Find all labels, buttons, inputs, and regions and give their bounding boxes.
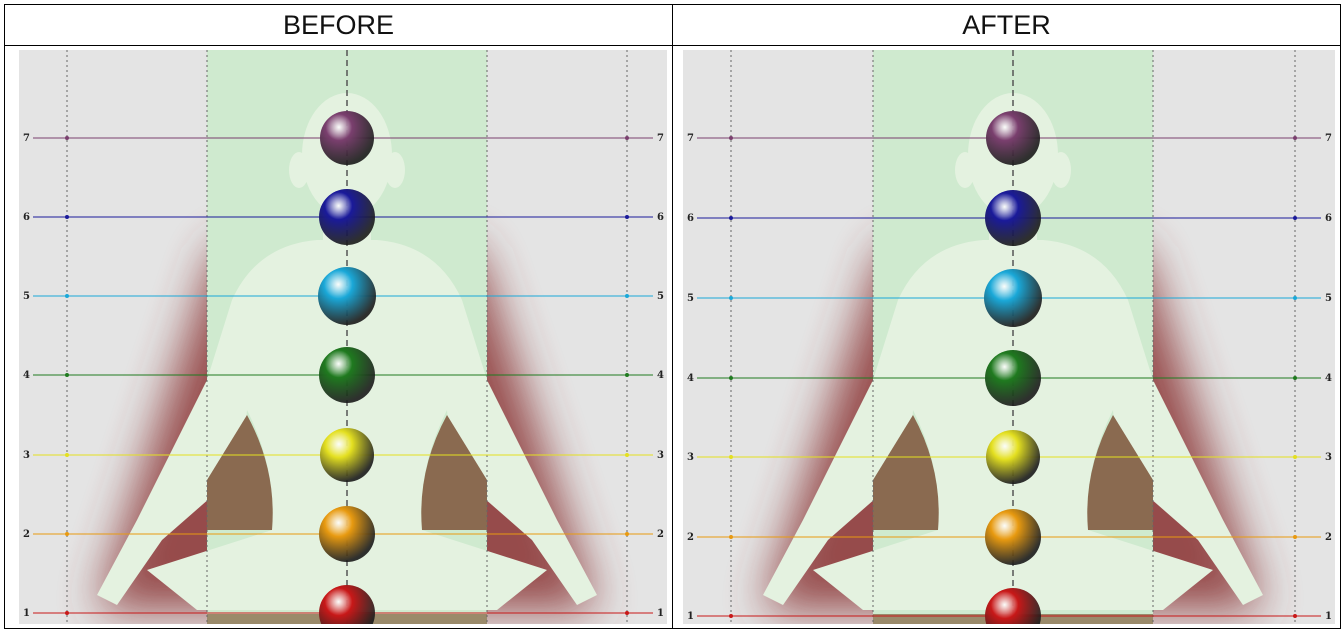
chakra-label-left: 3 <box>23 450 30 461</box>
chakra-orb-4 <box>319 347 375 403</box>
chakra-tick-left <box>729 535 733 539</box>
chakra-label-right: 5 <box>1325 293 1332 304</box>
chakra-tick-right <box>1293 296 1297 300</box>
chakra-label-right: 2 <box>657 529 664 540</box>
before-svg: 7 7 6 6 5 5 4 4 3 3 2 2 1 1 <box>19 50 667 624</box>
chakra-label-right: 1 <box>1325 611 1332 622</box>
chakra-label-right: 3 <box>657 450 664 461</box>
before-header: BEFORE <box>5 5 673 46</box>
chakra-orb-5 <box>984 269 1042 327</box>
after-header: AFTER <box>673 5 1341 46</box>
chakra-label-right: 3 <box>1325 452 1332 463</box>
chakra-tick-left <box>729 455 733 459</box>
chakra-label-left: 4 <box>687 373 694 384</box>
chakra-orb-4 <box>985 350 1041 406</box>
chakra-tick-right <box>1293 136 1297 140</box>
chakra-tick-right <box>1293 535 1297 539</box>
chakra-label-right: 2 <box>1325 532 1332 543</box>
chakra-tick-left <box>65 373 69 377</box>
chakra-label-right: 1 <box>657 608 664 619</box>
chakra-tick-left <box>729 296 733 300</box>
chakra-label-left: 1 <box>687 611 694 622</box>
chakra-label-left: 2 <box>23 529 30 540</box>
chakra-tick-right <box>625 136 629 140</box>
after-cell: 7 7 6 6 5 5 4 4 3 3 2 2 1 1 <box>673 46 1341 629</box>
chakra-tick-right <box>625 294 629 298</box>
chakra-tick-left <box>729 376 733 380</box>
chakra-label-right: 7 <box>657 133 664 144</box>
chakra-tick-right <box>625 215 629 219</box>
chakra-orb-6 <box>319 189 375 245</box>
chakra-label-right: 6 <box>1325 213 1332 224</box>
chakra-tick-left <box>65 215 69 219</box>
chakra-tick-left <box>729 216 733 220</box>
chakra-orb-5 <box>318 267 376 325</box>
chakra-orb-3 <box>986 430 1040 484</box>
after-chakra-diagram: 7 7 6 6 5 5 4 4 3 3 2 2 1 1 <box>683 50 1335 624</box>
chakra-label-left: 6 <box>687 213 694 224</box>
chakra-label-right: 4 <box>657 370 664 381</box>
chakra-tick-left <box>65 136 69 140</box>
chakra-tick-left <box>65 532 69 536</box>
chakra-label-right: 6 <box>657 212 664 223</box>
chakra-label-left: 2 <box>687 532 694 543</box>
chakra-tick-left <box>729 136 733 140</box>
chakra-label-left: 1 <box>23 608 30 619</box>
chakra-orb-7 <box>320 111 374 165</box>
comparison-table: BEFORE AFTER 7 7 6 6 5 5 4 4 3 3 2 2 1 1 7 7 6 6 5 5 4 4 3 3 2 2… <box>4 4 1341 629</box>
chakra-tick-right <box>1293 455 1297 459</box>
chakra-tick-left <box>729 614 733 618</box>
chakra-orb-7 <box>986 111 1040 165</box>
before-chakra-diagram: 7 7 6 6 5 5 4 4 3 3 2 2 1 1 <box>19 50 667 624</box>
chakra-tick-left <box>65 611 69 615</box>
chakra-tick-right <box>625 453 629 457</box>
chakra-tick-left <box>65 453 69 457</box>
chakra-label-right: 7 <box>1325 133 1332 144</box>
chakra-label-left: 5 <box>23 291 30 302</box>
chakra-label-left: 7 <box>23 133 30 144</box>
chakra-tick-right <box>625 611 629 615</box>
chakra-tick-left <box>65 294 69 298</box>
chakra-label-left: 4 <box>23 370 30 381</box>
chakra-orb-3 <box>320 428 374 482</box>
chakra-orb-6 <box>985 190 1041 246</box>
after-svg: 7 7 6 6 5 5 4 4 3 3 2 2 1 1 <box>683 50 1335 624</box>
chakra-tick-right <box>625 373 629 377</box>
before-cell: 7 7 6 6 5 5 4 4 3 3 2 2 1 1 <box>5 46 673 629</box>
chakra-tick-right <box>625 532 629 536</box>
chakra-orb-2 <box>985 509 1041 565</box>
chakra-orb-2 <box>319 506 375 562</box>
chakra-label-right: 4 <box>1325 373 1332 384</box>
chakra-tick-right <box>1293 376 1297 380</box>
chakra-label-left: 3 <box>687 452 694 463</box>
chakra-tick-right <box>1293 614 1297 618</box>
chakra-label-left: 7 <box>687 133 694 144</box>
chakra-label-left: 6 <box>23 212 30 223</box>
chakra-tick-right <box>1293 216 1297 220</box>
chakra-label-right: 5 <box>657 291 664 302</box>
chakra-label-left: 5 <box>687 293 694 304</box>
